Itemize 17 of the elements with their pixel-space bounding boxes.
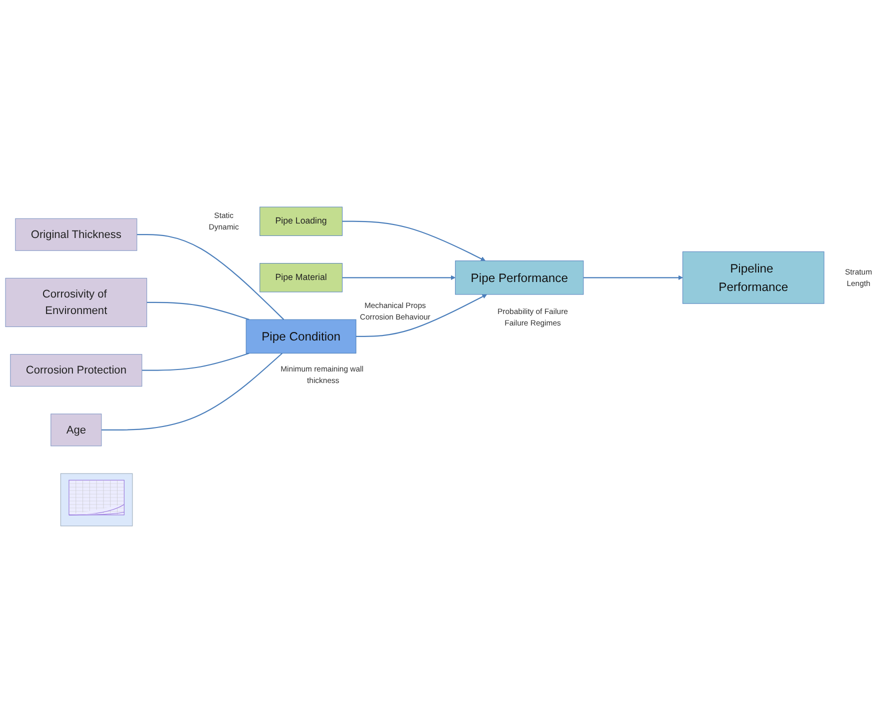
node-box (260, 263, 343, 292)
node-box (10, 354, 142, 387)
connector (142, 352, 250, 371)
arrow (356, 294, 488, 337)
node-box (15, 218, 138, 251)
connector (101, 352, 283, 430)
arrow (583, 275, 683, 280)
connector (136, 234, 284, 320)
node-box (50, 414, 102, 446)
node-box (260, 206, 343, 236)
connector (146, 302, 250, 320)
node-box (682, 251, 824, 304)
node-box (5, 278, 148, 328)
node-box (246, 319, 356, 354)
arrow (342, 275, 456, 280)
arrow (342, 220, 486, 262)
node-box (455, 260, 584, 295)
